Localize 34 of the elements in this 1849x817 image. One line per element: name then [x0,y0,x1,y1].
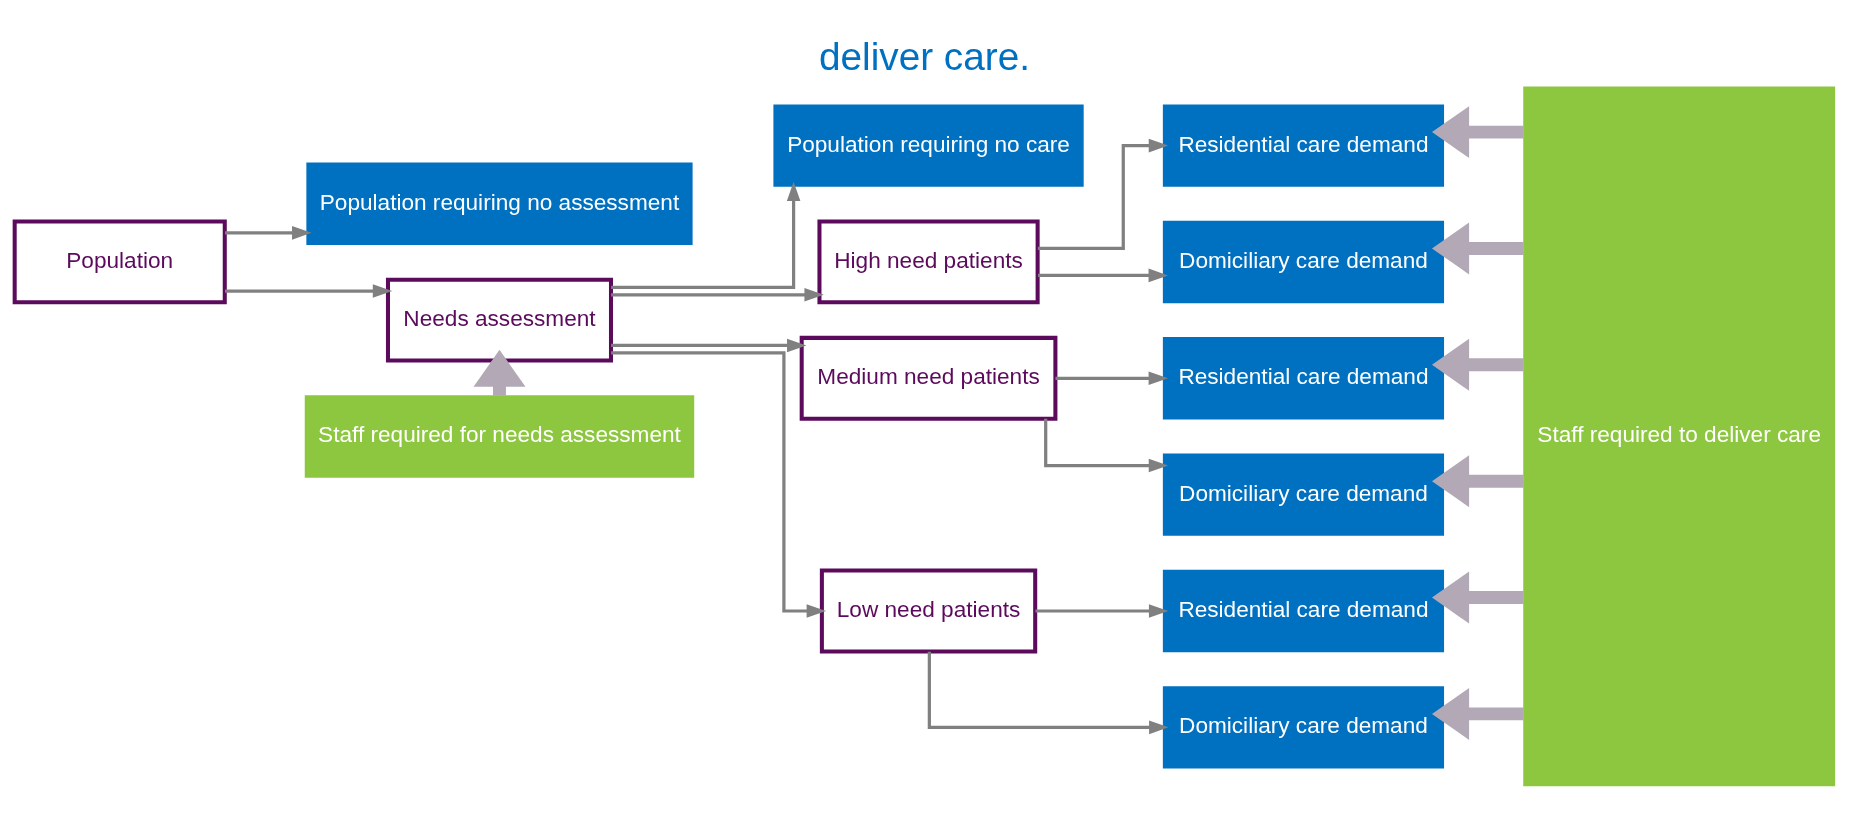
node-box: Low need patients [819,568,1038,653]
diagram-title: deliver care. [818,34,1031,78]
arrow [225,225,312,240]
arrow [1431,105,1524,158]
arrow [1431,338,1524,391]
node-box: Population requiring no assessment [306,162,693,245]
arrow [611,350,827,618]
arrow [927,651,1169,734]
node-box: Residential care demand [1162,336,1445,419]
node-box: Needs assessment [385,277,613,363]
arrow [1044,418,1169,472]
node-box: Population requiring no care [773,103,1084,187]
node-box: Staff required for needs assessment [304,394,695,478]
arrow [611,287,824,302]
node-box: Domiciliary care demand [1162,220,1445,303]
node-box: Residential care demand [1162,103,1445,187]
arrow [225,283,393,298]
arrow [611,181,801,289]
arrow [611,338,807,352]
node-box: Domiciliary care demand [1162,685,1445,769]
arrow [1037,138,1169,250]
node-box: Population [12,219,227,304]
arrow [1038,268,1168,282]
arrow [1035,603,1169,618]
arrow [1431,221,1524,274]
node-box: Residential care demand [1162,569,1445,652]
arrow [1055,371,1169,385]
node-box: Medium need patients [799,335,1058,421]
node-box: Staff required to deliver care [1523,86,1836,786]
node-box: Domiciliary care demand [1162,452,1445,536]
node-box: High need patients [817,219,1040,304]
arrow [1431,454,1524,507]
arrow [1431,687,1524,740]
arrow [1431,571,1524,624]
